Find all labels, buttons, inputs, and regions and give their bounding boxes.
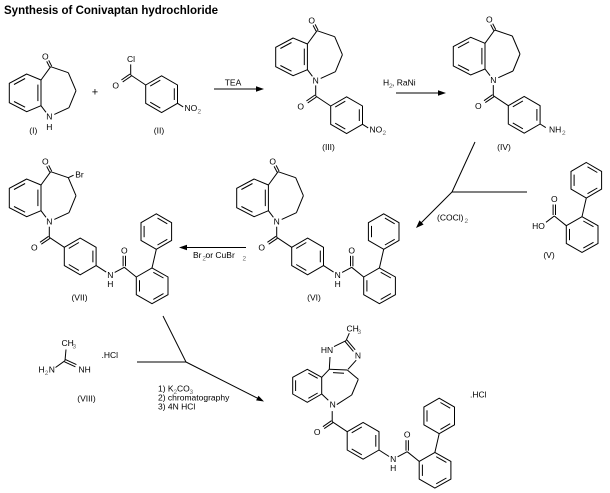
bond [321, 368, 330, 378]
compound-ii-label: (II) [154, 126, 165, 136]
nitro-subscript: 2 [383, 130, 387, 137]
methyl-label: CH [347, 324, 359, 334]
reagent-copper-bromide: or CuBr [206, 250, 235, 260]
reagent-tea: TEA [225, 78, 242, 88]
compound-vi-label: (VI) [307, 293, 321, 303]
reaction-arrow-step5: 1) K 2 CO 3 2) chromatography 3) 4N HCl [137, 315, 264, 412]
potassium-subscript: 2 [174, 389, 178, 396]
condition-3-hcl: 3) 4N HCl [158, 402, 195, 412]
bond [329, 368, 348, 371]
compound-v-label: (V) [543, 250, 555, 260]
bond [362, 123, 369, 129]
hydroxyl-label: HO [532, 221, 545, 231]
copper-bromide-subscript: 2 [243, 256, 247, 263]
compound-v: HO (V) [532, 162, 603, 260]
amine-subscript: 2 [562, 130, 566, 137]
reaction-arrow-step1: TEA [214, 78, 264, 92]
carbonate-label: CO [177, 384, 190, 394]
methyl-subscript: 3 [73, 344, 77, 351]
bond [347, 359, 357, 370]
reagent-hydrogen: H [383, 78, 389, 88]
bond [539, 123, 547, 129]
compound-iii: NO 2 (III) [275, 14, 387, 152]
bond [55, 360, 66, 368]
nitro-group-label: NO [185, 103, 198, 113]
double-bond [346, 339, 356, 351]
double-bond [332, 372, 345, 374]
chlorine-label: Cl [127, 54, 135, 64]
bond [333, 340, 347, 348]
double-bond [344, 341, 354, 352]
compound-viii: CH 3 H 2 N NH .HCl (VIII) [39, 338, 119, 404]
bond [345, 332, 350, 341]
arrowhead-icon [438, 90, 446, 96]
arrow-branch-from-vii [162, 315, 187, 363]
reagent-bromine: Br [193, 250, 202, 260]
bond [321, 393, 329, 401]
nitro-group-label: NO [370, 125, 383, 135]
plus-operator: + [92, 87, 98, 99]
amine-group-label: NH [549, 125, 561, 135]
methyl-subscript: 3 [358, 329, 362, 336]
arrowhead-icon [179, 244, 187, 251]
bond [351, 379, 359, 396]
compound-iii-label: (III) [322, 142, 335, 152]
double-bond [64, 361, 76, 368]
hydrochloride-label: .HCl [470, 390, 487, 400]
arrowhead-icon [256, 86, 264, 92]
arrow-shaft [185, 361, 258, 399]
condition-2-chromatography: 2) chromatography [158, 393, 230, 403]
arrowhead-icon [256, 395, 264, 402]
hydrochloride-label: .HCl [102, 350, 119, 360]
imidazole-nh-label: HN [321, 345, 333, 355]
bromo-label: Br [75, 170, 84, 180]
compound-viii-label: (VIII) [77, 394, 96, 404]
reaction-arrow-step4: Br 2 or CuBr 2 [179, 244, 247, 263]
bond [336, 394, 352, 406]
amine-hydrogen-label: H [39, 365, 45, 375]
aromatic-inner-bond [308, 392, 318, 399]
reagent-oxalyl-chloride: (COCl) [437, 213, 464, 223]
reagent-raney-nickel: , RaNi [392, 78, 416, 88]
compound-vii: Br (VII) [8, 155, 171, 303]
condition-1-potassium-carbonate: 1) K [158, 384, 174, 394]
hydrogen-subscript: 2 [389, 83, 393, 90]
amine-nitrogen-label: N [49, 365, 55, 375]
compound-vii-label: (VII) [71, 293, 87, 303]
compound-iv-label: (IV) [497, 142, 511, 152]
azepine-nitrogen-label: N [330, 399, 336, 409]
bond [328, 356, 331, 370]
amine-subscript: 2 [45, 370, 49, 377]
arrowhead-icon [416, 220, 424, 228]
nitro-subscript: 2 [198, 109, 202, 116]
imidazole-nitrogen-label: N [355, 350, 361, 360]
bromine-subscript: 2 [202, 256, 206, 263]
compound-vi: (VI) [236, 155, 399, 303]
bond [68, 174, 74, 179]
compound-i-label: (I) [29, 126, 37, 136]
compound-i: H (I) [8, 50, 77, 136]
reaction-arrow-step2: H 2 , RaNi [383, 78, 446, 96]
bond [64, 349, 67, 361]
compound-iv: NH 2 (IV) [452, 14, 566, 152]
arrow-branch-from-iv [451, 141, 476, 193]
bond [177, 102, 184, 108]
final-product-conivaptan: N HN N CH 3 .HCl [292, 324, 487, 489]
nh-hydrogen-label: H [46, 122, 52, 132]
bond [545, 215, 555, 223]
arrow-shaft [420, 191, 453, 224]
compound-ii: Cl NO 2 (II) [112, 54, 202, 136]
imine-label: NH [79, 365, 91, 375]
reaction-arrow-step3: (COCl) 2 [416, 141, 527, 228]
methyl-label: CH [62, 338, 74, 348]
bond [346, 369, 359, 380]
double-bond [65, 359, 77, 366]
scheme-title: Synthesis of Conivaptan hydrochloride [4, 5, 218, 17]
carbonate-subscript: 3 [190, 389, 194, 396]
oxalyl-chloride-subscript: 2 [465, 218, 469, 225]
aromatic-inner-bond [308, 372, 318, 379]
